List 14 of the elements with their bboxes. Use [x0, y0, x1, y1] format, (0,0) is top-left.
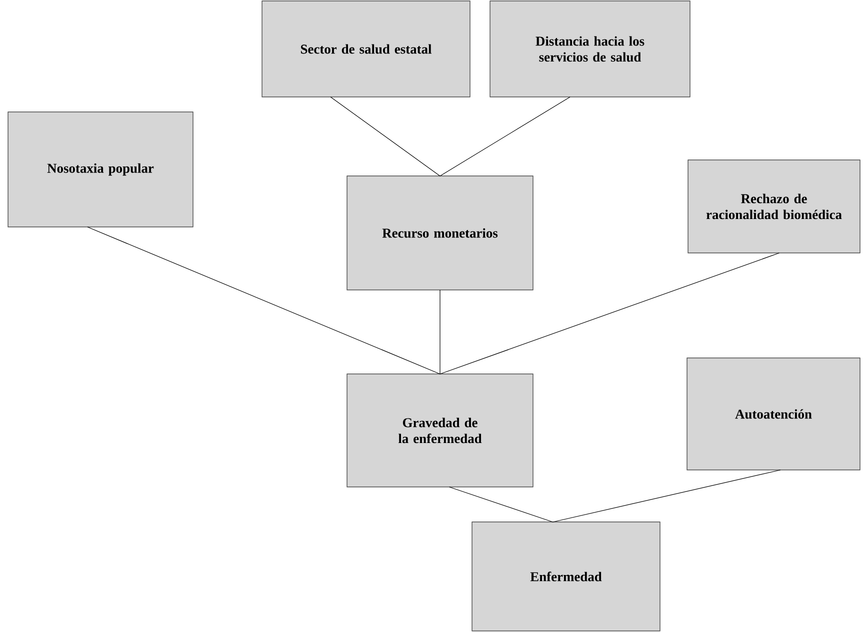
- concept-box: Nosotaxia popular: [8, 112, 194, 228]
- concept-box: Rechazo de racionalidad biomédica: [688, 160, 860, 254]
- connector-line: [87, 226, 440, 374]
- concept-box: Sector de salud estatal: [262, 0, 470, 98]
- connector-line: [552, 470, 781, 522]
- concept-box: Distancia hacia los servicios de salud: [490, 0, 690, 98]
- concept-box: Recurso monetarios: [346, 176, 534, 290]
- concept-box: Enfermedad: [472, 522, 660, 632]
- connector-line: [440, 252, 780, 374]
- connector-line: [330, 96, 440, 176]
- connector-line: [440, 96, 570, 176]
- connector-line: [449, 486, 554, 522]
- concept-box: Gravedad de la enfermedad: [346, 374, 534, 488]
- concept-box: Autoatención: [686, 358, 860, 470]
